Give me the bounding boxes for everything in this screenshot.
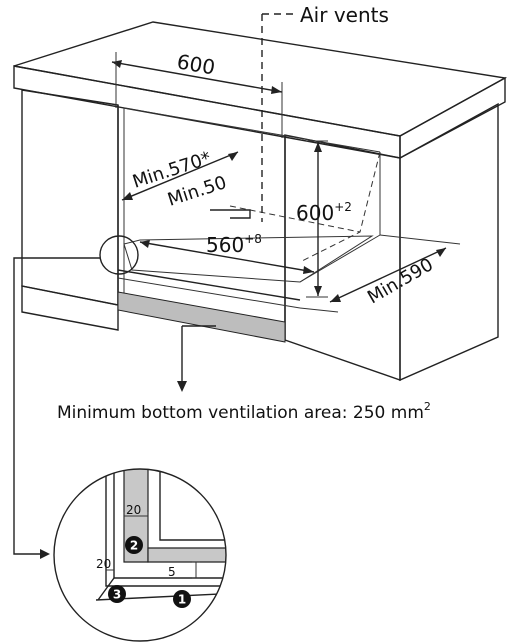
arrowhead: [228, 152, 238, 161]
dim-min570: [121, 151, 239, 201]
arrowhead: [303, 266, 314, 274]
arrowhead: [140, 240, 150, 248]
air-vents-label: Air vents: [300, 3, 389, 27]
detail-view: [54, 469, 226, 641]
ventilation-arrowhead: [177, 381, 187, 392]
shelf-floor: [123, 235, 374, 283]
countertop-side: [399, 76, 506, 160]
detail-highlight-circle: [99, 235, 139, 275]
cabinet-base-left: [21, 285, 119, 331]
marker-2: [125, 536, 143, 554]
arrowhead: [314, 142, 322, 152]
shelf-right-edge: [299, 234, 381, 283]
marker-1-label: 1: [178, 593, 186, 607]
detail-circle-outline: [53, 468, 227, 642]
dim-600-width: [111, 61, 283, 93]
detail-dim-left: 20: [96, 557, 111, 571]
arrowhead: [436, 248, 446, 257]
height-600-label: 600+2: [296, 200, 352, 225]
arrowhead: [314, 286, 322, 296]
min50-bracket: [210, 209, 251, 219]
arrowhead: [271, 86, 282, 94]
opening-back-top: [123, 107, 381, 153]
depth-560-label: 560+8: [206, 232, 262, 257]
marker-3-label: 3: [113, 588, 121, 602]
width-600-label: 600: [175, 49, 217, 79]
detail-dim-top: 20: [126, 503, 141, 517]
detail-leader-arrowhead: [40, 549, 50, 559]
vent-slot: [117, 291, 286, 343]
ext-line: [299, 307, 339, 313]
arrowhead: [330, 294, 341, 302]
hidden-back-lines: [229, 151, 381, 263]
cabinet-right-side: [399, 102, 499, 382]
arrowhead: [122, 192, 133, 200]
ventilation-label: Minimum bottom ventilation area: 250 mm2: [57, 400, 431, 423]
ext-line: [379, 234, 461, 245]
shelf-front-edge-2: [117, 277, 301, 309]
detail-leader: [13, 257, 100, 555]
marker-1: [173, 590, 191, 608]
marker-3: [108, 585, 126, 603]
marker-2-label: 2: [130, 539, 138, 553]
countertop-front: [13, 65, 401, 159]
detail-dim-bottom: 5: [168, 565, 176, 579]
cabinet-left-side: [21, 89, 119, 306]
dim-min590: [329, 247, 447, 303]
dim-560-depth: [139, 241, 315, 273]
arrowhead: [112, 60, 122, 68]
shelf-front-edge: [117, 269, 301, 301]
